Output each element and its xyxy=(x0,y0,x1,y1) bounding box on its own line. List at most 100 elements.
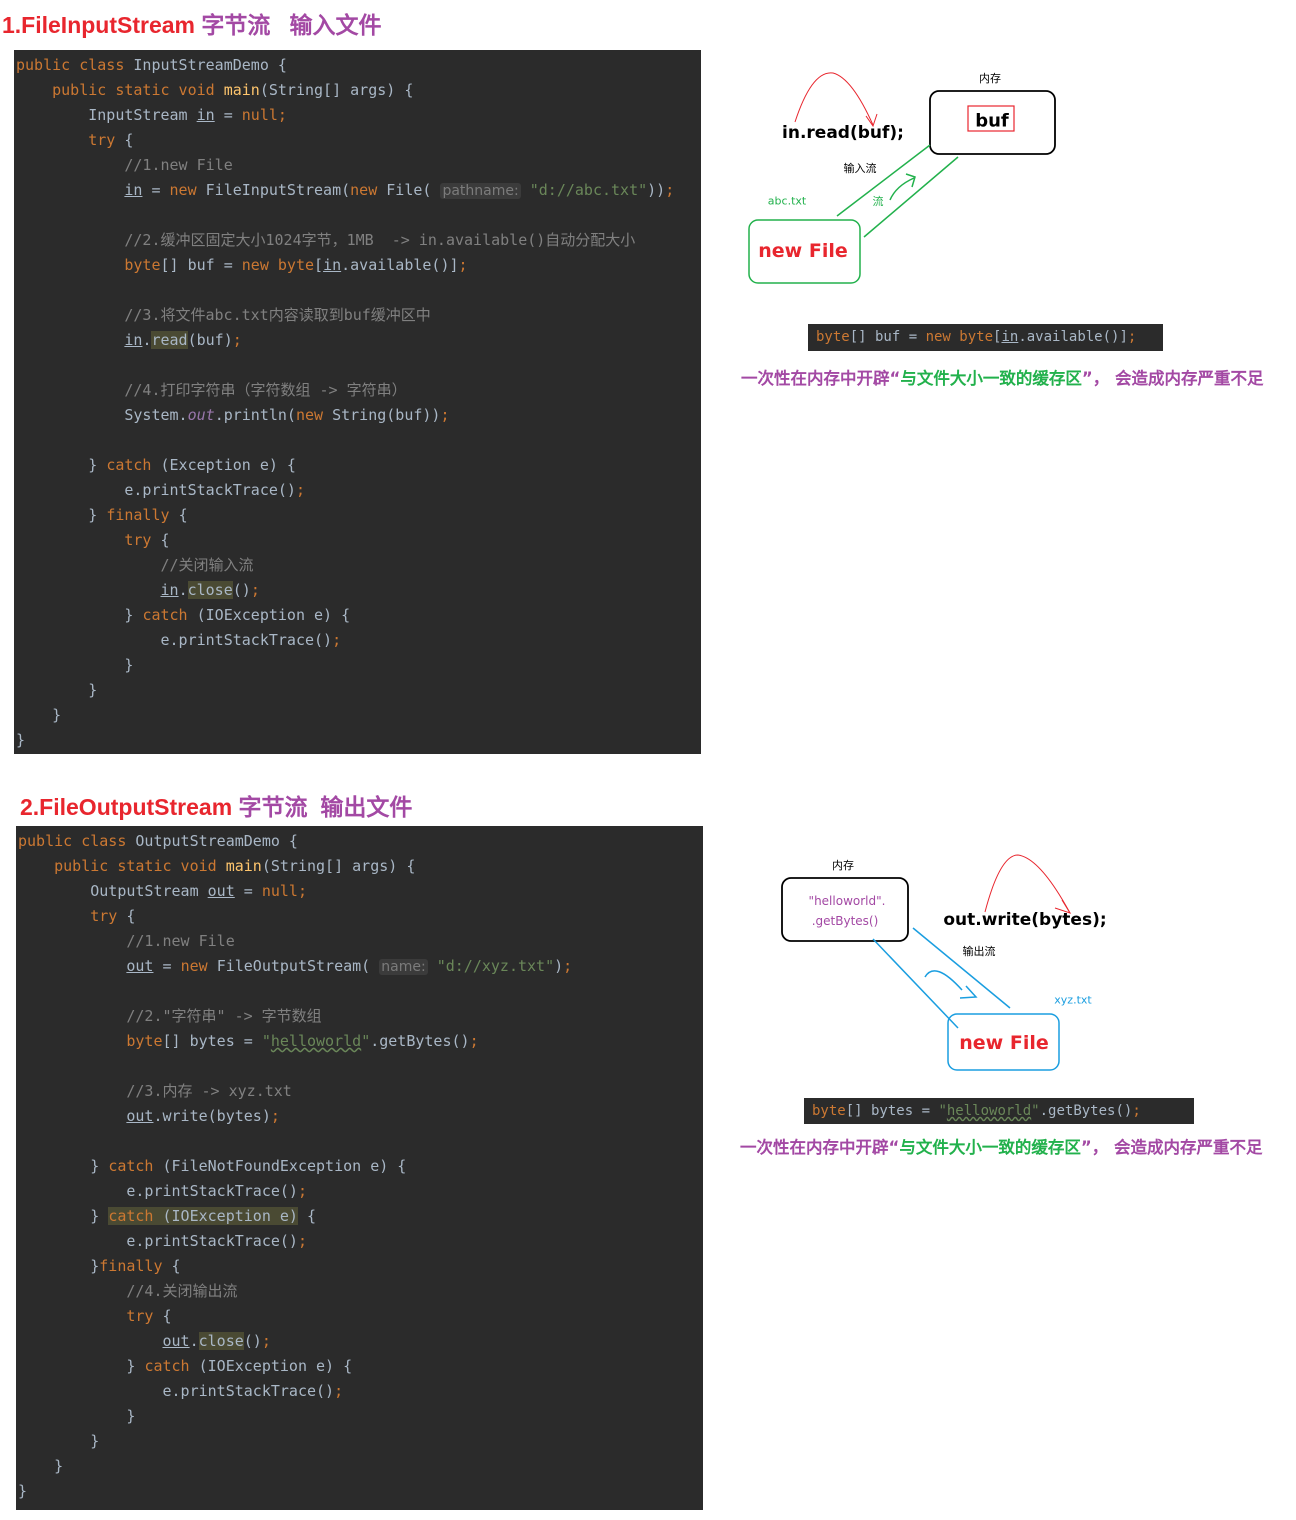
code-token: { xyxy=(297,1207,317,1225)
code-line: try { xyxy=(16,1304,703,1329)
code-token xyxy=(18,1007,126,1025)
code-line: } xyxy=(14,653,701,678)
code-token: (IOException e) { xyxy=(196,606,351,624)
code-token xyxy=(16,231,124,249)
code-line: InputStream in = null; xyxy=(14,103,701,128)
caption-highlight: 与文件大小一致的缓存区 xyxy=(899,1138,1081,1157)
code-token: new xyxy=(180,957,217,975)
parameter-hint: name: xyxy=(379,959,428,975)
code-line: in = new FileInputStream(new File( pathn… xyxy=(14,178,701,203)
code-token: new xyxy=(295,406,333,424)
code-token: in xyxy=(124,181,143,199)
code-token: = xyxy=(142,181,170,199)
code-token xyxy=(18,1107,126,1125)
code-token xyxy=(16,181,124,199)
code-token: try xyxy=(90,907,118,925)
code-token: helloworld xyxy=(946,1103,1032,1119)
code-token: byte xyxy=(816,329,850,345)
code-line: byte[] bytes = "helloworld".getBytes(); xyxy=(16,1029,703,1054)
section1-heading: 1.FileInputStream 字节流 输入文件 xyxy=(2,6,382,40)
code-token: //关闭输入流 xyxy=(160,556,254,574)
code-token xyxy=(16,381,124,399)
code-token: read xyxy=(151,331,188,349)
code-token: out xyxy=(187,406,215,424)
code-token xyxy=(18,1332,163,1350)
code-token: byte xyxy=(124,256,161,274)
code-token: " xyxy=(361,1032,371,1050)
code-line: out = new FileOutputStream( name: "d://x… xyxy=(16,954,703,979)
code-token: } xyxy=(16,706,62,724)
code-token: } xyxy=(18,1482,28,1500)
code-line xyxy=(14,353,701,378)
code-token: [ xyxy=(993,329,1002,345)
memory-label: 内存 xyxy=(979,72,1001,85)
memory-content-line: .getBytes() xyxy=(811,914,879,928)
code-token: //1.new File xyxy=(124,156,233,174)
code-token: " xyxy=(1031,1103,1040,1119)
code-token: ; xyxy=(295,481,305,499)
code-line: } xyxy=(16,1454,703,1479)
code-token: [ xyxy=(314,256,324,274)
section1-caption: 一次性在内存中开辟“与文件大小一致的缓存区”， 会造成内存严重不足 xyxy=(741,365,1263,389)
write-arc-arrow xyxy=(984,854,1071,914)
code-token: ; xyxy=(261,1332,271,1350)
code-token: [] bytes = xyxy=(845,1103,939,1119)
input-stream-line xyxy=(836,144,931,217)
code-token xyxy=(18,907,90,925)
code-line: e.printStackTrace(); xyxy=(16,1179,703,1204)
code-token xyxy=(428,957,437,975)
code-line xyxy=(16,1054,703,1079)
flow-arrow-icon xyxy=(924,970,978,999)
code-token xyxy=(18,1032,126,1050)
section2-heading: 2.FileOutputStream 字节流 输出文件 xyxy=(20,788,412,822)
code-token: e.printStackTrace() xyxy=(18,1182,298,1200)
code-token: public class xyxy=(18,832,136,850)
section2-heading-desc: 字节流 输出文件 xyxy=(232,794,413,820)
code-token: //2."字符串" -> 字节数组 xyxy=(126,1007,322,1025)
code-token xyxy=(16,331,124,349)
code-token: File( xyxy=(386,181,441,199)
code-token: e.printStackTrace() xyxy=(16,631,333,649)
file-box-label: new File xyxy=(758,240,848,262)
code-token: .getBytes() xyxy=(370,1032,470,1050)
code-token: new byte xyxy=(925,329,994,345)
code-token: close xyxy=(198,1332,244,1350)
code-token: { xyxy=(178,506,188,524)
code-token: catch xyxy=(108,1207,163,1225)
code-token: main xyxy=(223,81,260,99)
caption-text: ”， 会造成内存严重不足 xyxy=(1080,1138,1263,1157)
code-line: } xyxy=(14,728,701,753)
section1-heading-class: 1.FileInputStream xyxy=(2,12,195,38)
code-token: public class xyxy=(16,56,134,74)
section2-heading-class: 2.FileOutputStream xyxy=(20,794,233,820)
code-line: //4.打印字符串（字符数组 -> 字符串） xyxy=(14,378,701,403)
write-call-label: out.write(bytes); xyxy=(943,910,1107,930)
code-token: OutputStream xyxy=(18,882,208,900)
code-token: null; xyxy=(241,106,287,124)
code-token: InputStreamDemo { xyxy=(133,56,287,74)
code-token: in xyxy=(1001,329,1019,345)
code-token: } xyxy=(18,1157,109,1175)
code-token: { xyxy=(115,131,134,149)
code-token: ; xyxy=(1127,329,1137,345)
code-line: in.read(buf); xyxy=(14,328,701,353)
code-token: ; xyxy=(297,1182,307,1200)
code-token: //4.关闭输出流 xyxy=(126,1282,238,1300)
code-token: e.printStackTrace() xyxy=(18,1382,335,1400)
code-token: ; xyxy=(332,631,342,649)
code-token: close xyxy=(187,581,233,599)
code-line: } catch (IOException e) { xyxy=(16,1204,703,1229)
code-token: (FileNotFoundException e) { xyxy=(162,1157,407,1175)
code-token xyxy=(18,857,54,875)
code-token: try xyxy=(88,131,116,149)
code-token: () xyxy=(243,1332,262,1350)
code-token: " xyxy=(261,1032,271,1050)
caption-text: 一次性在内存中开辟“ xyxy=(741,369,901,388)
code-token: " xyxy=(938,1103,947,1119)
code-line: } xyxy=(14,678,701,703)
code-token: //2.缓冲区固定大小1024字节，1MB -> in.available()自… xyxy=(124,231,636,249)
read-arc-arrow xyxy=(794,72,874,126)
code-token xyxy=(16,306,124,324)
code-token: ; xyxy=(1132,1103,1141,1119)
code-token: (IOException e) xyxy=(162,1207,298,1225)
